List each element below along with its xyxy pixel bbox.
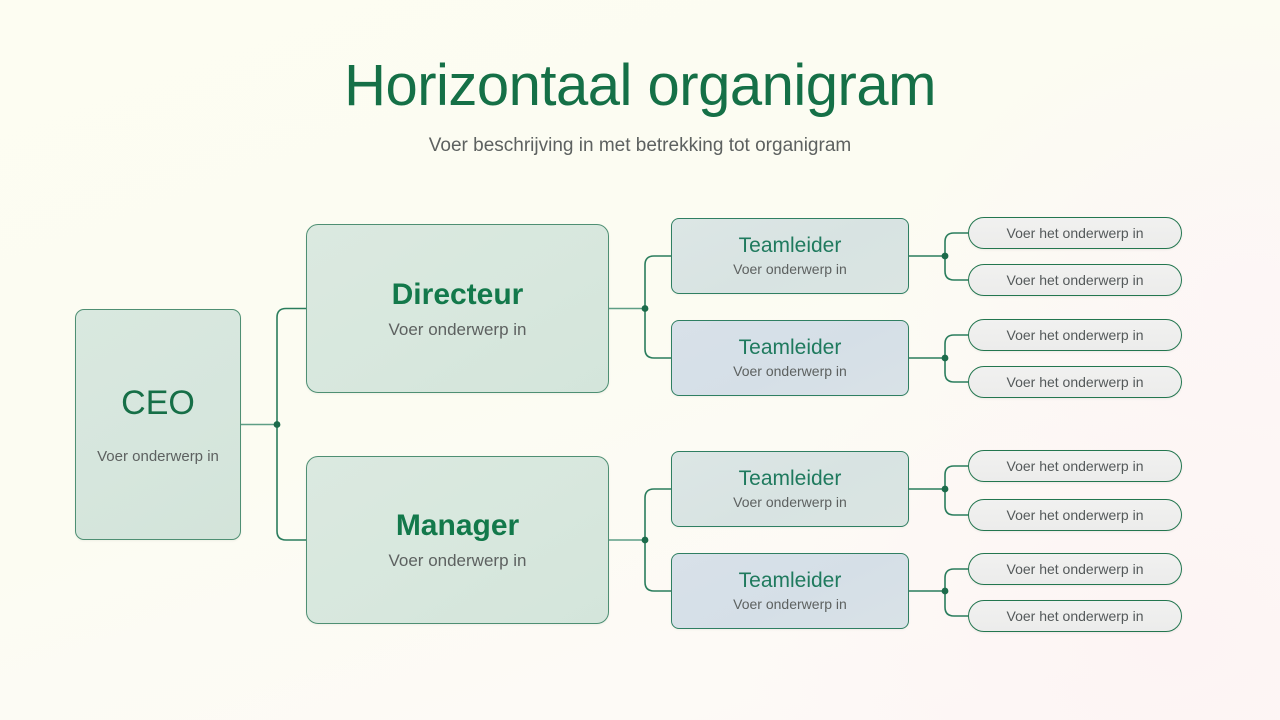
node-team-0-0-title: Teamleider: [738, 234, 842, 257]
slide-header: Horizontaal organigram Voer beschrijving…: [0, 52, 1280, 158]
node-leaf-1-1-1-title: Voer het onderwerp in: [1006, 608, 1144, 624]
connector-line: [644, 488, 671, 540]
connector-junction-dot: [273, 421, 281, 428]
node-branch-1-subtitle: Voer onderwerp in: [388, 551, 527, 570]
node-ceo-title: CEO: [121, 383, 195, 422]
page-subtitle: Voer beschrijving in met betrekking tot …: [428, 135, 852, 156]
connector-line: [944, 568, 968, 591]
connector-line: [644, 540, 671, 592]
node-team-0-0-subtitle: Voer onderwerp in: [733, 261, 847, 277]
node-branch-0-title: Directeur: [391, 277, 524, 311]
connector-line: [944, 489, 968, 516]
node-team-1-0-subtitle: Voer onderwerp in: [733, 494, 847, 510]
node-team-0-1-title: Teamleider: [738, 336, 842, 359]
node-leaf-0-0-1[interactable]: Voer het onderwerp in: [968, 264, 1182, 296]
node-leaf-1-1-0-title: Voer het onderwerp in: [1006, 561, 1144, 577]
connector-junction-dot: [941, 587, 949, 595]
node-leaf-1-1-1[interactable]: Voer het onderwerp in: [968, 600, 1182, 632]
node-leaf-1-1-0[interactable]: Voer het onderwerp in: [968, 553, 1182, 585]
node-leaf-1-0-1-title: Voer het onderwerp in: [1006, 507, 1144, 523]
node-leaf-0-1-0[interactable]: Voer het onderwerp in: [968, 319, 1182, 351]
node-leaf-0-1-1-title: Voer het onderwerp in: [1006, 374, 1144, 390]
node-leaf-0-1-0-title: Voer het onderwerp in: [1006, 327, 1144, 343]
connector-junction-dot: [641, 536, 649, 544]
node-branch-0-subtitle: Voer onderwerp in: [388, 319, 527, 339]
node-ceo[interactable]: CEO Voer onderwerp in: [75, 309, 241, 540]
node-branch-1-title: Manager: [395, 509, 520, 542]
connector-line: [644, 308, 671, 359]
node-leaf-1-0-0-title: Voer het onderwerp in: [1006, 458, 1144, 474]
connector-line: [944, 232, 968, 256]
node-leaf-0-0-0[interactable]: Voer het onderwerp in: [968, 217, 1182, 249]
node-leaf-0-1-1[interactable]: Voer het onderwerp in: [968, 366, 1182, 398]
connector-junction-dot: [941, 485, 949, 493]
connector-line: [644, 255, 671, 309]
connector-line: [944, 465, 968, 489]
connector-line: [276, 424, 306, 541]
connector-junction-dot: [641, 305, 649, 312]
node-team-1-0-title: Teamleider: [738, 467, 842, 490]
node-leaf-0-0-0-title: Voer het onderwerp in: [1006, 225, 1144, 241]
connector-junction-dot: [941, 252, 949, 260]
connector-line: [944, 256, 968, 281]
page-title: Horizontaal organigram: [344, 53, 936, 118]
connector-line: [944, 358, 968, 383]
node-leaf-0-0-1-title: Voer het onderwerp in: [1006, 272, 1144, 288]
node-team-1-1-title: Teamleider: [738, 569, 842, 592]
connector-line: [944, 591, 968, 617]
connector-junction-dot: [941, 354, 949, 362]
node-ceo-subtitle: Voer onderwerp in: [97, 447, 219, 465]
connector-line: [276, 307, 306, 425]
connector-line: [944, 334, 968, 358]
node-leaf-1-0-0[interactable]: Voer het onderwerp in: [968, 450, 1182, 482]
node-leaf-1-0-1[interactable]: Voer het onderwerp in: [968, 499, 1182, 531]
node-team-0-1-subtitle: Voer onderwerp in: [733, 363, 847, 379]
node-team-1-1-subtitle: Voer onderwerp in: [733, 596, 847, 612]
